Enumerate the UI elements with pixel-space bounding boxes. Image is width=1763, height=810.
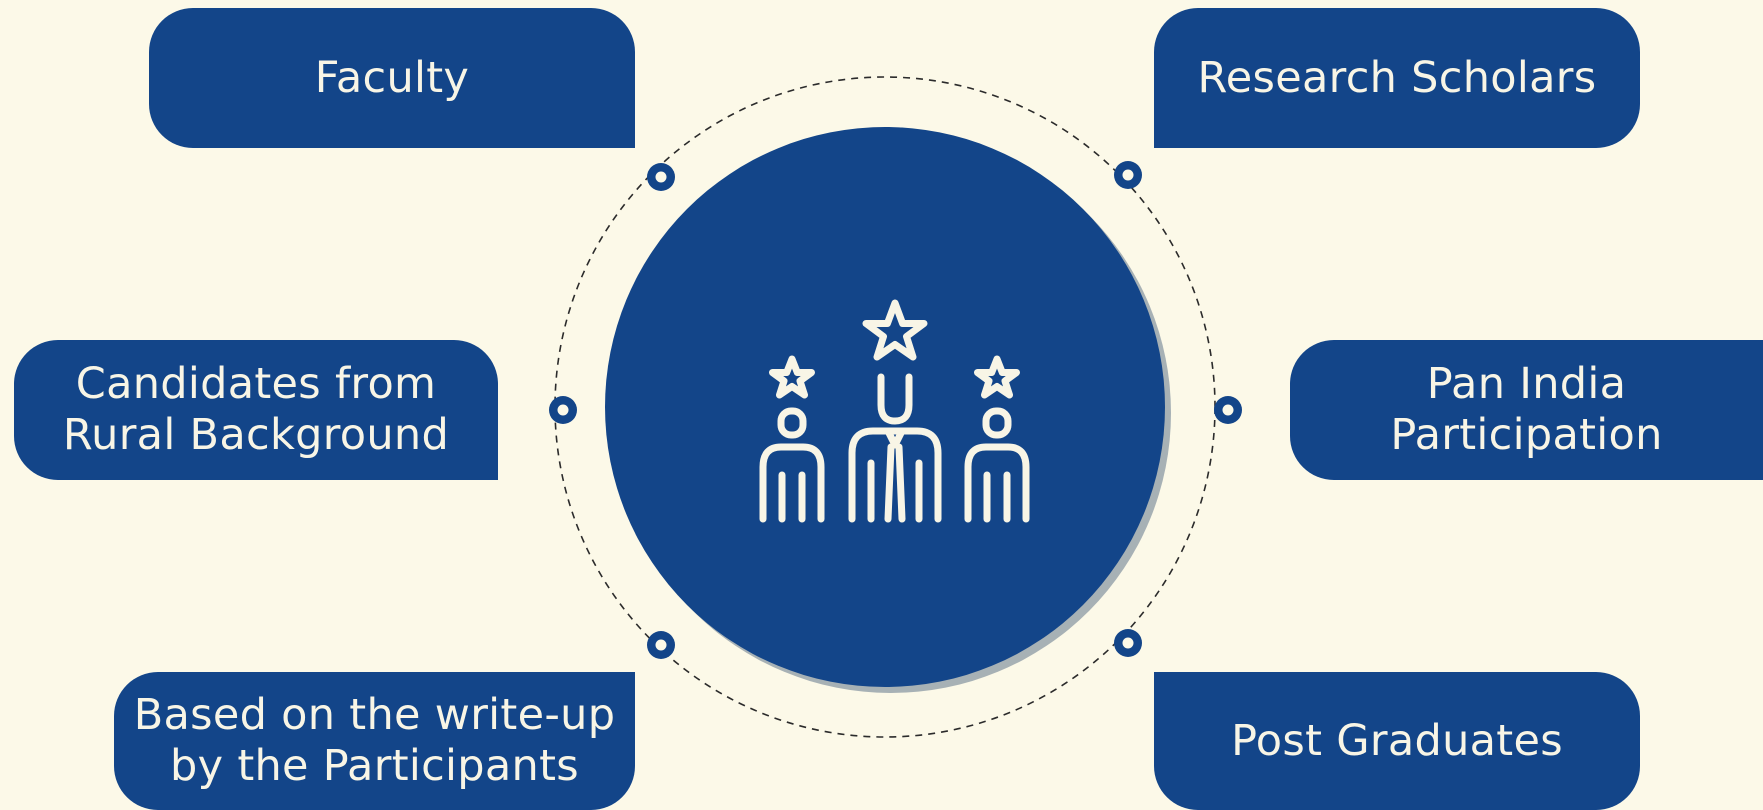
research-scholars-box: Research Scholars — [1154, 8, 1640, 148]
connector-dot-bottom-right — [1114, 629, 1142, 657]
connector-dot-top-right — [1114, 161, 1142, 189]
pan-india-label-line2: Participation — [1390, 410, 1663, 460]
connector-dot-top-left — [647, 163, 675, 191]
connector-dot-bottom-left — [647, 631, 675, 659]
team-with-stars-icon — [759, 299, 1030, 523]
writeup-label-line2: by the Participants — [170, 741, 579, 791]
rural-background-box: Candidates from Rural Background — [14, 340, 498, 480]
research-scholars-label: Research Scholars — [1197, 52, 1597, 103]
connector-dots — [549, 161, 1242, 659]
main-circle — [605, 127, 1165, 687]
rural-background-label-line1: Candidates from — [75, 359, 437, 410]
faculty-label: Faculty — [314, 52, 470, 103]
post-graduates-box: Post Graduates — [1154, 672, 1640, 810]
rural-background-label-line2: Rural Background — [62, 410, 450, 460]
faculty-box: Faculty — [149, 8, 635, 148]
pan-india-box: Pan India Participation — [1290, 340, 1763, 480]
pan-india-label-line1: Pan India — [1426, 359, 1627, 410]
post-graduates-label: Post Graduates — [1231, 715, 1563, 766]
writeup-label-line1: Based on the write-up — [133, 690, 616, 741]
connector-dot-mid-right — [1214, 396, 1242, 424]
connector-dot-mid-left — [549, 396, 577, 424]
writeup-box: Based on the write-up by the Participant… — [114, 672, 635, 810]
